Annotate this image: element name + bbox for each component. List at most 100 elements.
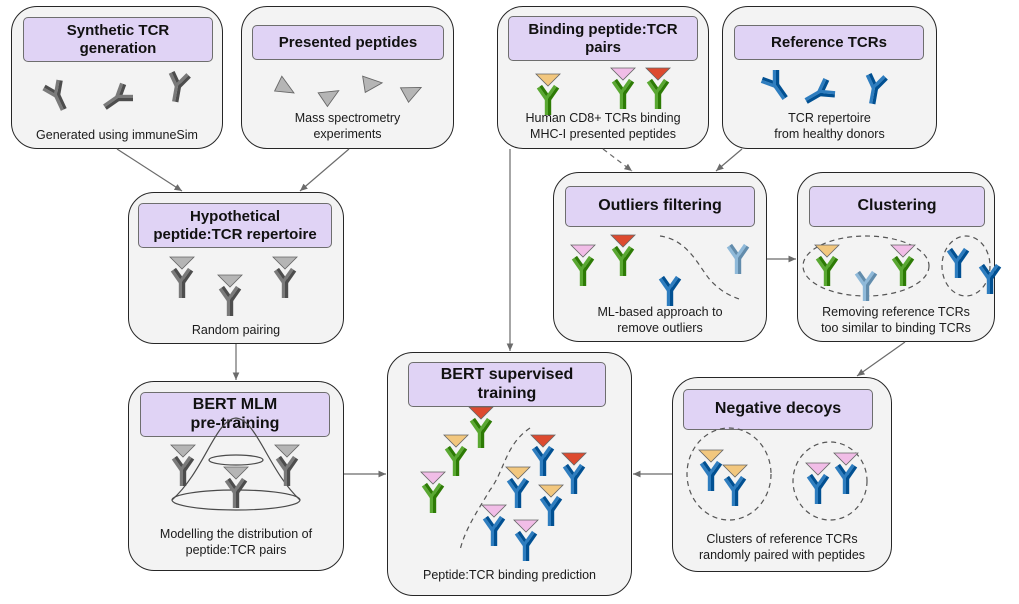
bert-mlm-title: BERT MLM pre-training	[140, 392, 330, 437]
negative-decoys-caption: Clusters of reference TCRs randomly pair…	[698, 532, 866, 562]
arrow-binding-to-outliers	[602, 148, 633, 172]
tcr-icon	[538, 484, 564, 526]
dashed-cluster-icon	[686, 427, 772, 521]
peptide-icon	[217, 274, 243, 288]
tcr-icon	[481, 504, 507, 546]
peptide-icon	[317, 90, 340, 108]
binding-pairs-title: Binding peptide:TCR pairs	[508, 16, 698, 61]
hypothetical-repertoire-title: Hypothetical peptide:TCR repertoire	[138, 203, 332, 248]
peptide-icon	[274, 444, 300, 458]
tcr-icon	[420, 471, 446, 513]
arrow-presented-to-hypothetical	[299, 148, 350, 192]
tcr-icon	[865, 73, 888, 105]
glyph-layer	[42, 67, 1002, 561]
tcr-icon	[42, 79, 67, 111]
tcr-icon	[443, 434, 469, 476]
arrow-synthetic-to-hypothetical	[116, 148, 183, 192]
peptide-icon	[530, 434, 556, 448]
tcr-icon	[645, 67, 671, 109]
peptide-icon	[170, 444, 196, 458]
tcr-icon	[272, 256, 298, 298]
peptide-icon	[468, 406, 494, 420]
dashed-cluster-icon	[941, 235, 991, 297]
tcr-icon	[570, 244, 596, 286]
tcr-icon	[805, 462, 831, 504]
bert-mlm-caption: Modelling the distribution of peptide:TC…	[159, 527, 313, 557]
peptide-icon	[610, 234, 636, 248]
tcr-icon	[103, 82, 133, 110]
peptide-icon	[223, 466, 249, 480]
tcr-icon	[804, 78, 836, 104]
presented-peptides-title: Presented peptides	[252, 25, 444, 60]
supervised-separator-curve	[459, 427, 531, 551]
tcr-icon	[854, 270, 878, 301]
peptide-icon	[273, 75, 295, 94]
tcr-icon	[170, 444, 196, 486]
arrows	[116, 148, 906, 478]
tcr-icon	[535, 73, 561, 115]
dashed-cluster-icon	[792, 441, 868, 521]
peptide-icon	[698, 449, 724, 463]
peptide-icon	[833, 452, 859, 466]
tcr-icon	[890, 244, 916, 286]
presented-peptides-caption: Mass spectrometry experiments	[294, 111, 401, 141]
peptide-icon	[169, 256, 195, 270]
tcr-icon	[168, 71, 191, 103]
peptide-icon	[645, 67, 671, 81]
tcr-icon	[722, 464, 748, 506]
peptide-icon	[890, 244, 916, 258]
clustering-title: Clustering	[809, 186, 985, 227]
peptide-icon	[805, 462, 831, 476]
tcr-icon	[513, 519, 539, 561]
tcr-icon	[978, 263, 1002, 294]
hypothetical-repertoire-caption: Random pairing	[191, 323, 281, 337]
tcr-icon	[946, 247, 970, 278]
synthetic-tcr-title: Synthetic TCR generation	[23, 17, 213, 62]
tcr-icon	[760, 70, 788, 100]
outliers-filtering-caption: ML-based approach to remove outliers	[597, 305, 723, 335]
tcr-icon	[833, 452, 859, 494]
outliers-separator-curve	[659, 235, 743, 301]
tcr-icon	[561, 452, 587, 494]
dashed-shapes	[459, 235, 991, 551]
peptide-icon	[535, 73, 561, 87]
peptide-icon	[722, 464, 748, 478]
tcr-icon	[814, 244, 840, 286]
tcr-icon	[726, 243, 750, 274]
peptide-icon	[561, 452, 587, 466]
synthetic-tcr-caption: Generated using immuneSim	[36, 128, 198, 142]
bert-supervised-caption: Peptide:TCR binding prediction	[422, 568, 597, 582]
peptide-icon	[610, 67, 636, 81]
binding-pairs-caption: Human CD8+ TCRs binding MHC-I presented …	[525, 111, 681, 141]
tcr-icon	[274, 444, 300, 486]
tcr-icon	[223, 466, 249, 508]
peptide-icon	[272, 256, 298, 270]
peptide-icon	[399, 87, 423, 104]
clustering-caption: Removing reference TCRs too similar to b…	[821, 305, 971, 335]
tcr-icon	[468, 406, 494, 448]
peptide-icon	[538, 484, 564, 498]
tcr-icon	[530, 434, 556, 476]
tcr-icon	[610, 234, 636, 276]
peptide-icon	[814, 244, 840, 258]
tcr-icon	[698, 449, 724, 491]
tcr-icon	[658, 275, 682, 306]
tcr-icon	[610, 67, 636, 109]
negative-decoys-title: Negative decoys	[683, 389, 873, 430]
peptide-icon	[443, 434, 469, 448]
tcr-icon	[169, 256, 195, 298]
arrow-clustering-to-decoys	[856, 341, 906, 377]
arrow-reference-to-outliers	[715, 148, 743, 172]
peptide-icon	[362, 75, 384, 94]
peptide-icon	[481, 504, 507, 518]
peptide-icon	[513, 519, 539, 533]
reference-tcrs-title: Reference TCRs	[734, 25, 924, 60]
peptide-icon	[505, 466, 531, 480]
bert-supervised-title: BERT supervised training	[408, 362, 606, 407]
tcr-icon	[505, 466, 531, 508]
peptide-icon	[570, 244, 596, 258]
outliers-filtering-title: Outliers filtering	[565, 186, 755, 227]
tcr-icon	[217, 274, 243, 316]
